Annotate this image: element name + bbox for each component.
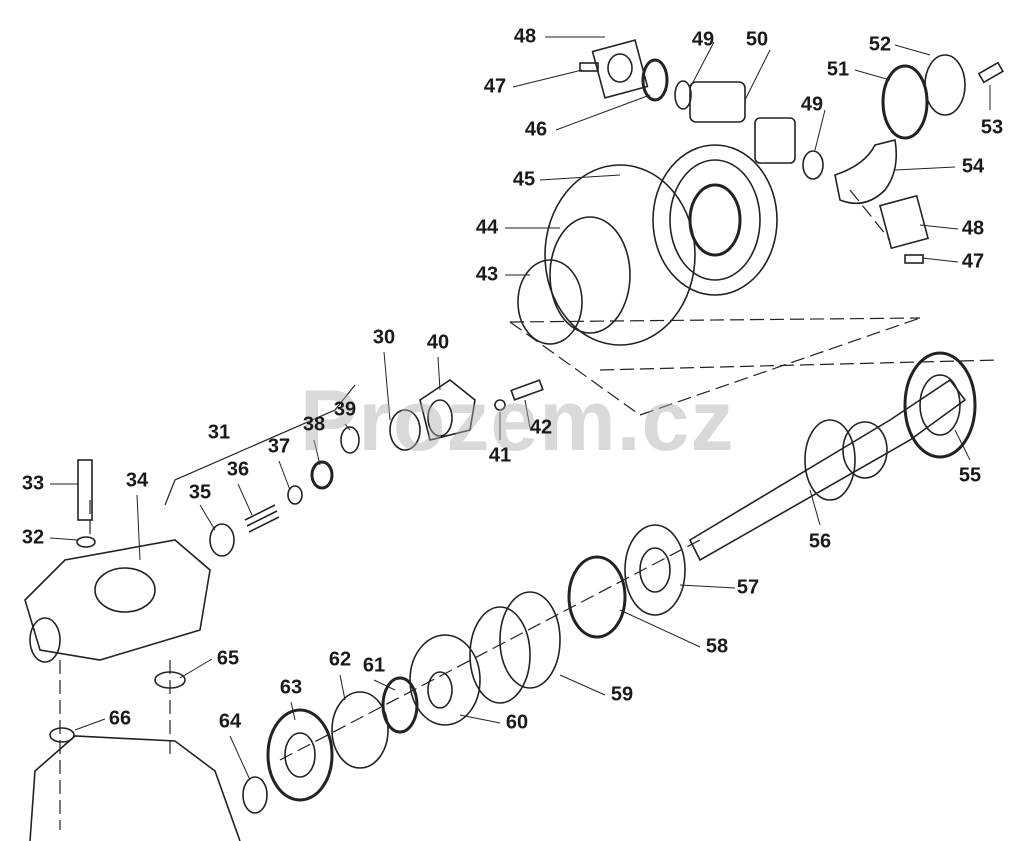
part-label: 34 bbox=[125, 469, 149, 492]
part-label: 51 bbox=[826, 58, 850, 81]
ring-59b bbox=[469, 606, 531, 704]
washer-37 bbox=[287, 485, 303, 505]
assembly-axis-lines bbox=[59, 189, 1001, 830]
valve-35 bbox=[209, 523, 235, 557]
screw-47 bbox=[579, 62, 599, 72]
part-label: 57 bbox=[736, 576, 760, 599]
part-label: 65 bbox=[216, 647, 240, 670]
part-label: 47 bbox=[483, 75, 507, 98]
part-label: 49 bbox=[691, 28, 715, 51]
screw-53 bbox=[977, 61, 1004, 84]
flange-48b bbox=[878, 194, 930, 250]
part-label: 33 bbox=[21, 472, 45, 495]
ring-30 bbox=[389, 409, 421, 451]
part-label: 40 bbox=[426, 331, 450, 354]
part-label: 41 bbox=[488, 444, 512, 467]
part-label: 47 bbox=[961, 250, 985, 273]
o-ring-66 bbox=[49, 727, 75, 743]
o-ring-49 bbox=[674, 80, 692, 110]
screw-33 bbox=[77, 459, 93, 521]
shaft-56 bbox=[688, 378, 967, 562]
elbow-54 bbox=[834, 139, 898, 205]
part-label: 36 bbox=[226, 458, 250, 481]
spring-36 bbox=[244, 504, 280, 533]
part-label: 63 bbox=[279, 676, 303, 699]
o-ring-45 bbox=[544, 164, 696, 346]
gearbox-housing bbox=[29, 735, 241, 841]
leader-lines bbox=[49, 36, 991, 781]
part-label: 52 bbox=[868, 33, 892, 56]
seat-38 bbox=[310, 460, 334, 490]
part-label: 53 bbox=[980, 116, 1004, 139]
part-label: 48 bbox=[513, 25, 537, 48]
pump-housing bbox=[652, 81, 796, 296]
part-label: 30 bbox=[372, 326, 396, 349]
o-ring-39 bbox=[340, 426, 360, 454]
part-label: 39 bbox=[333, 398, 357, 421]
flange-48 bbox=[591, 39, 649, 99]
o-ring-65 bbox=[154, 671, 186, 689]
bearing-55 bbox=[903, 351, 977, 459]
part-label: 49 bbox=[800, 93, 824, 116]
cover-34 bbox=[24, 539, 211, 661]
circlip-64 bbox=[242, 776, 268, 814]
needle-bearing-58 bbox=[567, 555, 627, 639]
part-label: 61 bbox=[362, 654, 386, 677]
watermark: Prozem.cz bbox=[300, 373, 735, 469]
part-label: 32 bbox=[21, 526, 45, 549]
circlip-52 bbox=[924, 54, 966, 116]
screw-47b bbox=[904, 254, 924, 264]
part-label: 37 bbox=[267, 435, 291, 458]
washer-57 bbox=[624, 524, 686, 616]
ring-51 bbox=[881, 64, 929, 140]
part-label: 55 bbox=[958, 464, 982, 487]
part-label: 43 bbox=[475, 263, 499, 286]
o-ring-49b bbox=[802, 150, 824, 180]
o-ring-44 bbox=[549, 216, 631, 334]
part-label: 60 bbox=[505, 711, 529, 734]
part-label: 50 bbox=[745, 28, 769, 51]
part-label: 42 bbox=[529, 416, 553, 439]
washer-60 bbox=[409, 634, 481, 726]
part-label: 62 bbox=[328, 648, 352, 671]
bracket-31 bbox=[164, 384, 356, 506]
part-label: 38 bbox=[302, 413, 326, 436]
ring-59a bbox=[499, 591, 561, 689]
washer-32 bbox=[76, 536, 96, 548]
part-label: 48 bbox=[961, 217, 985, 240]
part-label: 56 bbox=[808, 530, 832, 553]
part-label: 64 bbox=[218, 710, 242, 733]
valve-body-40 bbox=[419, 379, 476, 441]
part-label: 66 bbox=[108, 707, 132, 730]
part-label: 35 bbox=[188, 481, 212, 504]
part-label: 44 bbox=[475, 216, 499, 239]
spacer-61 bbox=[381, 676, 419, 734]
part-label: 58 bbox=[705, 635, 729, 658]
bolt-42 bbox=[510, 379, 544, 401]
part-label: 31 bbox=[207, 421, 231, 444]
fitting-46 bbox=[641, 58, 669, 102]
part-label: 54 bbox=[961, 155, 985, 178]
part-label: 46 bbox=[524, 118, 548, 141]
bearing-63 bbox=[266, 708, 334, 802]
o-ring-43 bbox=[517, 259, 583, 345]
circlip-62 bbox=[331, 691, 389, 769]
part-label: 45 bbox=[512, 168, 536, 191]
washer-41 bbox=[494, 399, 506, 411]
part-label: 59 bbox=[610, 683, 634, 706]
